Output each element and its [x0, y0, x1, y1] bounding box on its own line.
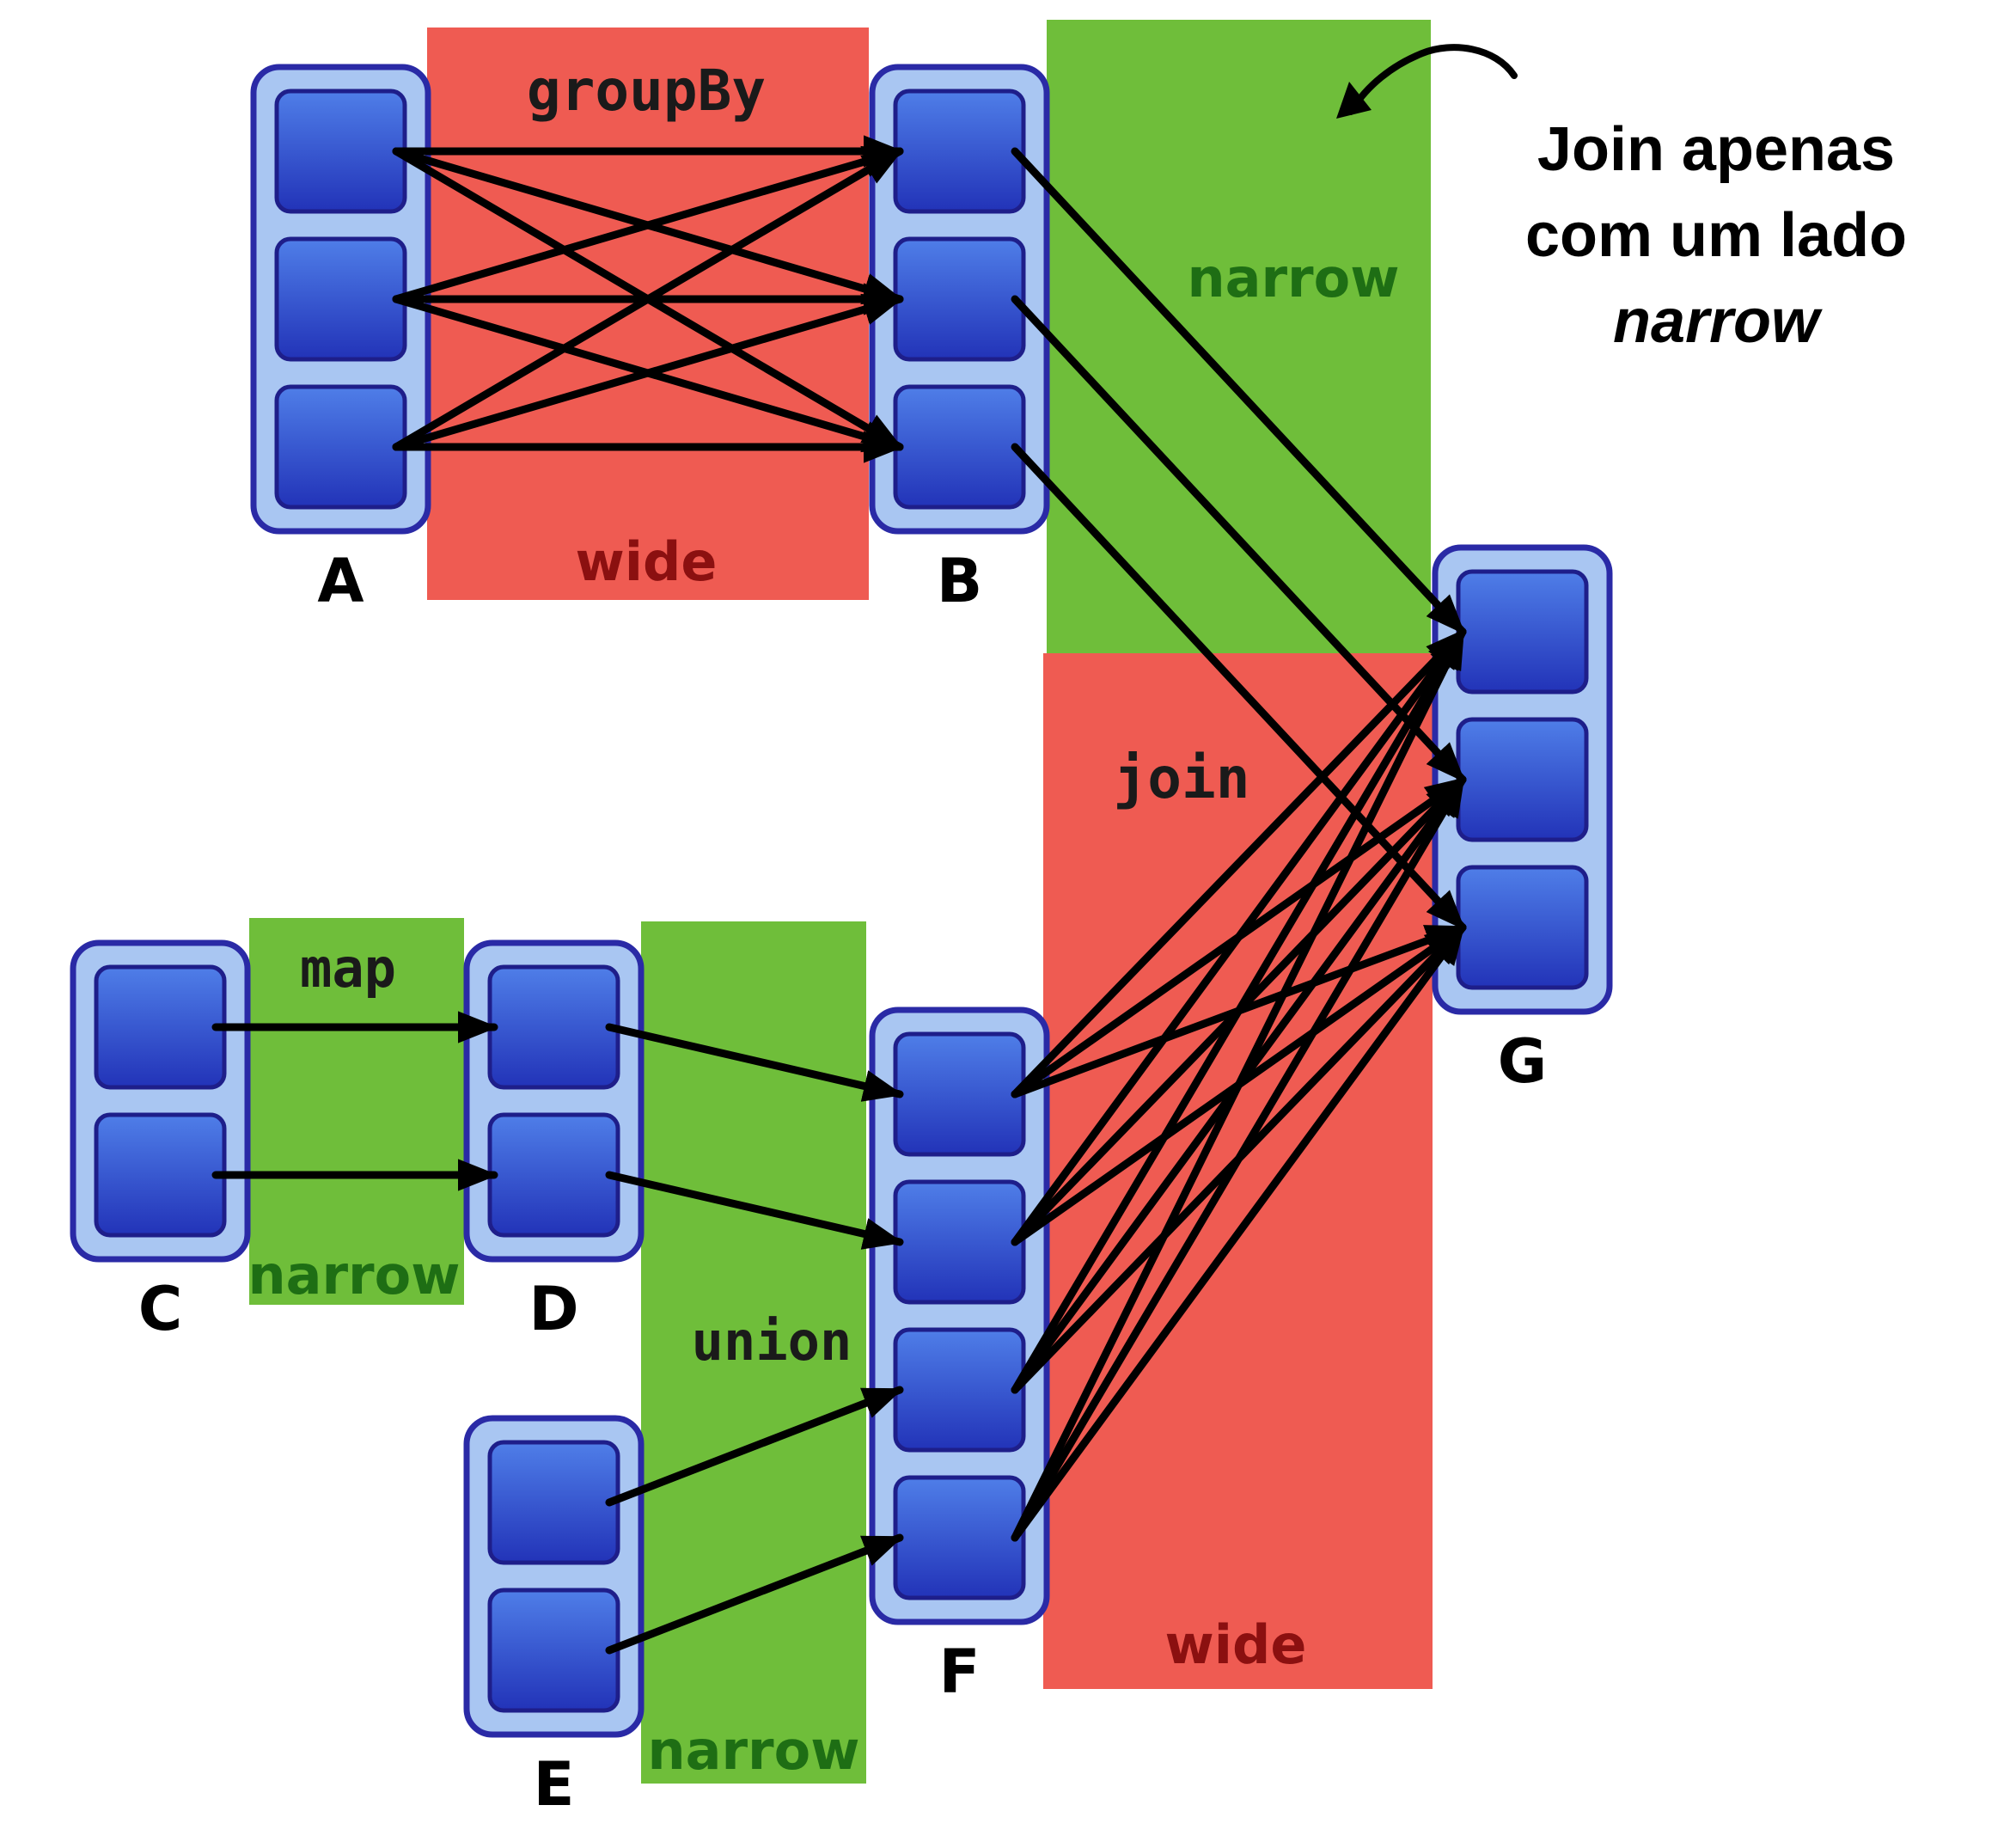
- partition-f-4: [893, 1475, 1026, 1600]
- partition-a-3: [274, 384, 407, 510]
- rdd-label-b: B: [937, 546, 982, 616]
- partition-f-3: [893, 1327, 1026, 1453]
- arrow-b1-g1: [1011, 147, 1467, 636]
- partition-g-3: [1456, 865, 1589, 990]
- union-narrow-label: narrow: [647, 1719, 859, 1782]
- union-op-label: union: [692, 1310, 852, 1373]
- partition-a-1: [274, 89, 407, 214]
- region-union-narrow: [641, 921, 866, 1784]
- rdd-layer: A B C D E F G: [70, 64, 1613, 1820]
- rdd-g: G: [1432, 544, 1613, 1097]
- rdd-b: B: [869, 64, 1050, 616]
- rdd-c: C: [70, 939, 251, 1344]
- partition-b-3: [893, 384, 1026, 510]
- partition-c-2: [94, 1112, 227, 1238]
- join-narrow-label: narrow: [1187, 247, 1399, 309]
- rdd-e: E: [463, 1415, 645, 1820]
- arrow-a3-b2: [392, 293, 904, 451]
- region-labels: groupBy wide narrow join wide map narrow…: [247, 58, 1399, 1782]
- join-wide-label: wide: [1165, 1613, 1307, 1676]
- rdd-label-c: C: [138, 1274, 182, 1344]
- arrow-f4-g1: [1011, 627, 1467, 1542]
- arrow-f4-g2: [1011, 775, 1467, 1542]
- partition-e-1: [487, 1440, 620, 1565]
- rdd-frame: [869, 1007, 1050, 1625]
- partition-g-1: [1456, 569, 1589, 695]
- annotation: Join apenas com um lado narrow: [1336, 44, 1907, 356]
- partition-d-2: [487, 1112, 620, 1238]
- partition-c-1: [94, 964, 227, 1090]
- partition-b-2: [893, 236, 1026, 362]
- arrow-f2-g1: [1011, 627, 1467, 1246]
- regions: [249, 20, 1433, 1784]
- annotation-line-2: com um lado: [1525, 201, 1907, 270]
- partition-g-2: [1456, 717, 1589, 842]
- partition-b-1: [893, 89, 1026, 214]
- join-op-label: join: [1114, 745, 1250, 811]
- annotation-line-3: narrow: [1613, 287, 1823, 356]
- arrow-a2-b1: [392, 145, 904, 303]
- rdd-label-g: G: [1498, 1026, 1547, 1097]
- annotation-pointer-arrowhead: [1336, 82, 1372, 119]
- map-narrow-label: narrow: [247, 1244, 460, 1306]
- arrow-a3-b1: [392, 147, 904, 451]
- partition-f-1: [893, 1031, 1026, 1157]
- arrow-f3-g1: [1011, 627, 1467, 1394]
- partition-a-2: [274, 236, 407, 362]
- arrow-e2-f4: [605, 1533, 904, 1655]
- rdd-f: F: [869, 1007, 1050, 1707]
- rdd-d: D: [463, 939, 645, 1344]
- rdd-label-d: D: [528, 1274, 578, 1344]
- region-groupby-wide: [427, 28, 869, 600]
- partition-f-2: [893, 1179, 1026, 1305]
- rdd-label-e: E: [534, 1749, 575, 1820]
- arrow-d1-f1: [605, 1023, 904, 1102]
- arrow-f1-g1: [1011, 627, 1467, 1098]
- partition-e-2: [487, 1588, 620, 1713]
- annotation-pointer-arrow: [1347, 44, 1518, 115]
- partition-d-1: [487, 964, 620, 1090]
- rdd-a: A: [250, 64, 431, 616]
- edge-layer: [211, 135, 1467, 1655]
- arrow-d2-f2: [605, 1171, 904, 1250]
- arrow-b2-g2: [1011, 295, 1467, 784]
- region-map-narrow: [249, 918, 464, 1305]
- arrow-b3-g3: [1011, 443, 1467, 932]
- arrow-f4-g3: [1011, 923, 1467, 1542]
- region-join-narrow: [1047, 20, 1431, 658]
- map-op-label: map: [300, 937, 396, 1000]
- groupby-op-label: groupBy: [527, 58, 766, 124]
- rdd-label-a: A: [317, 546, 364, 616]
- annotation-line-1: Join apenas: [1537, 115, 1895, 184]
- rdd-label-f: F: [939, 1637, 981, 1707]
- groupby-dependency-label: wide: [576, 530, 718, 593]
- arrow-e1-f3: [605, 1386, 904, 1507]
